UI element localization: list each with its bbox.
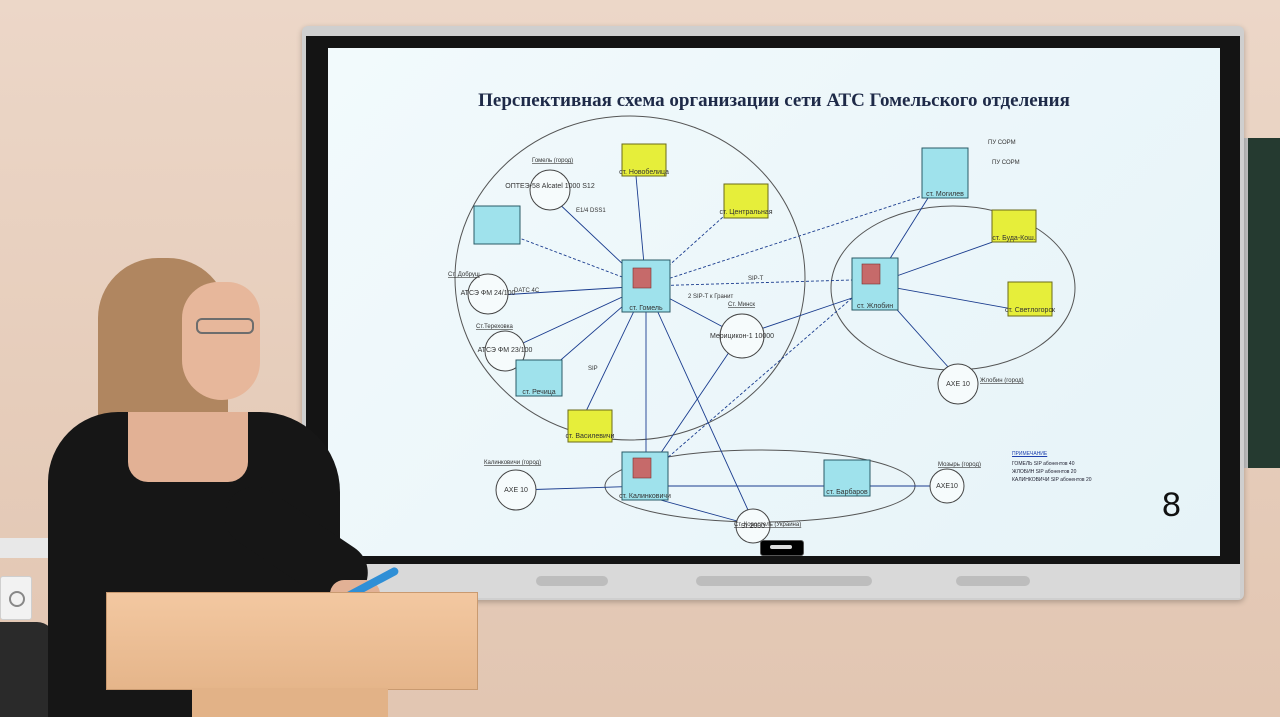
- mozyr-label: Мерицикон-1 10000: [710, 333, 774, 340]
- axe-mozyr-node: [929, 468, 965, 504]
- ats-fm2-node: [484, 330, 526, 372]
- mogilev-label: ст. Могилев: [926, 191, 964, 198]
- panel-grip: [956, 576, 1030, 586]
- chalkboard: [1244, 138, 1280, 468]
- gomel-region-circle: [454, 115, 806, 441]
- pu-sorm2-label: ПУ СОРМ: [992, 160, 1020, 166]
- axe-zhlobin-node: [937, 363, 979, 405]
- display-camera: [760, 540, 804, 556]
- korostel-label: Ст. Коростель (Украина): [734, 522, 801, 528]
- si2000-node: [735, 508, 771, 544]
- svetlogorsk-label: ст. Светлогорск: [1005, 307, 1056, 314]
- processor-icon: [632, 457, 652, 479]
- link-label: SIP-T: [748, 276, 764, 282]
- terekhovka-label: Ст.Тереховка: [476, 324, 514, 330]
- presenter-neck: [128, 412, 248, 482]
- glasses-icon: [196, 318, 254, 334]
- processor-icon: [632, 267, 652, 289]
- notes-line: ЖЛОБИН SIP абонентов 20: [1012, 469, 1077, 475]
- buda-station: [991, 209, 1037, 243]
- slide-title: Перспективная схема организации сети АТС…: [478, 90, 1070, 111]
- link-label: 2 SIP-T к Гранит: [688, 294, 733, 300]
- minsk-label: Ст. Минск: [728, 302, 755, 308]
- rechitsa-switch: [515, 359, 563, 397]
- notes-heading: ПРИМЕЧАНИЕ: [1012, 451, 1048, 457]
- mozyr-city-label: Мозырь (город): [938, 462, 981, 468]
- presenter-face: [182, 282, 260, 400]
- vasilevichi-label: ст. Василевичи: [566, 433, 615, 440]
- presentation-slide: Перспективная схема организации сети АТС…: [328, 48, 1220, 556]
- gomel-label: ст. Гомель: [629, 305, 663, 312]
- link-label: SIP: [588, 366, 598, 372]
- processor-icon: [861, 263, 881, 285]
- panel-grip: [536, 576, 608, 586]
- axe-zhlobin-label: AXE 10: [946, 381, 970, 388]
- gomel-city-label: Гомель (город): [532, 158, 573, 164]
- ats-fm-node: [467, 273, 509, 315]
- kalinkovichi-city-label: Калинковичи (город): [484, 460, 541, 466]
- gomel-sub-switch: [473, 205, 521, 245]
- panel-grip: [696, 576, 872, 586]
- chair: [0, 622, 55, 717]
- podium-stand: [192, 688, 388, 717]
- optexp-node: [529, 169, 571, 211]
- barbarov-label: ст. Барбаров: [826, 488, 868, 496]
- centralnaya-label: ст. Центральная: [719, 209, 772, 216]
- wall-trim: [0, 538, 62, 558]
- link-line: [497, 229, 647, 287]
- link-label: E1/4 DSS1: [576, 208, 606, 214]
- slide-notes: ПРИМЕЧАНИЕ ГОМЕЛЬ SIP абонентов 40 ЖЛОБИ…: [1012, 450, 1092, 484]
- pu-sorm-label: ПУ СОРМ: [988, 140, 1016, 146]
- link-label: DATC 4C: [514, 288, 540, 294]
- mogilev-switch: [921, 147, 969, 199]
- power-socket: [0, 576, 32, 620]
- zhlobin-city-label: Жлобин (город): [980, 378, 1024, 384]
- optexp-label: ОПТЕЭ-58 Alcatel 1000 S12: [505, 183, 595, 190]
- barbarov-switch: [823, 459, 871, 497]
- axe-mozyr-label: AXE10: [936, 483, 958, 490]
- axe-kalinkovichi-node: [495, 469, 537, 511]
- buda-label: ст. Буда-Кош.: [992, 235, 1035, 242]
- novobelitsa-station: [621, 143, 667, 177]
- slide-page-number: 8: [1162, 486, 1181, 524]
- si2000-label: SI 2000: [741, 523, 765, 530]
- ats-fm-label: АТСЭ ФМ 24/100: [461, 290, 516, 297]
- zhlobin-label: ст. Жлобин: [857, 302, 893, 310]
- notes-line: ГОМЕЛЬ SIP абонентов 40: [1012, 461, 1075, 467]
- notes-line: КАЛИНКОВИЧИ SIP абонентов 20: [1012, 477, 1092, 483]
- dobrush-label: Ст. Добруш: [448, 272, 480, 278]
- centralnaya-station: [723, 183, 769, 219]
- mozyr-node: [719, 313, 765, 359]
- axe-kalinkovichi-label: AXE 10: [504, 487, 528, 494]
- vasilevichi-station: [567, 409, 613, 443]
- svetlogorsk-station: [1007, 281, 1053, 317]
- ats-fm2-label: АТСЭ ФМ 23/100: [478, 347, 533, 354]
- podium: [106, 592, 478, 690]
- network-diagram: ОПТЕЭ-58 Alcatel 1000 S12 АТСЭ ФМ 24/100…: [448, 115, 1076, 544]
- kalinkovichi-label: ст. Калинковичи: [619, 493, 671, 500]
- rechitsa-label: ст. Речица: [522, 389, 555, 396]
- novobelitsa-label: ст. Новобелица: [619, 168, 669, 176]
